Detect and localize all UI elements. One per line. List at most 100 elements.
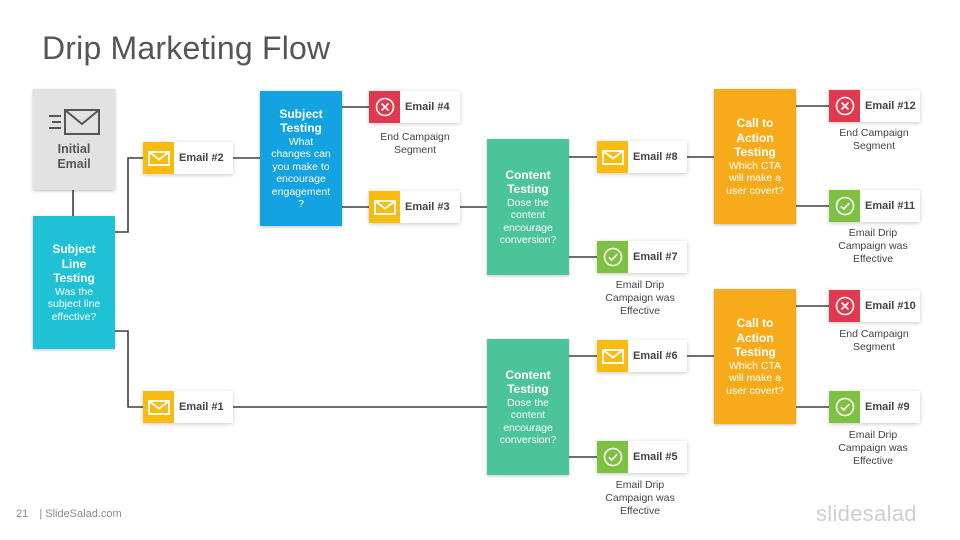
initial-email-label-1: Initial xyxy=(57,141,91,156)
block-heading: Testing xyxy=(734,345,776,359)
envelope-icon xyxy=(597,141,628,173)
email-7-caption: Email Drip Campaign was Effective xyxy=(585,279,695,318)
block-text: Which CTA xyxy=(728,359,782,372)
email-card-3: Email #3 xyxy=(369,191,460,223)
block-text: subject line xyxy=(47,298,101,310)
block-heading: Call to xyxy=(736,116,774,130)
block-heading: Call to xyxy=(736,316,774,330)
block-text: ? xyxy=(298,198,304,210)
check-circle-icon xyxy=(829,190,860,222)
email-12-caption: End Campaign Segment xyxy=(819,127,929,153)
block-text: will make a xyxy=(729,372,781,384)
email-9-caption: Email Drip Campaign was Effective xyxy=(818,429,928,468)
email-label: Email #10 xyxy=(865,300,916,312)
email-10-caption: End Campaign Segment xyxy=(819,328,929,354)
block-text: conversion? xyxy=(499,434,557,446)
content-testing-bottom-block: Content Testing Dose the content encoura… xyxy=(487,339,569,475)
block-heading: Testing xyxy=(280,121,322,135)
block-text: What xyxy=(288,135,314,148)
block-heading: Testing xyxy=(734,145,776,159)
email-card-11: Email #11 xyxy=(829,190,920,222)
block-heading: Content xyxy=(505,167,551,182)
initial-email-label-2: Email xyxy=(57,156,91,171)
page-title: Drip Marketing Flow xyxy=(42,30,331,66)
brand-logo: slidesalad xyxy=(816,501,917,526)
email-card-6: Email #6 xyxy=(597,340,687,372)
email-card-10: Email #10 xyxy=(829,290,920,322)
email-label: Email #3 xyxy=(405,201,450,213)
caption-line: Campaign was xyxy=(838,442,908,454)
block-heading: Testing xyxy=(507,382,549,396)
email-label: Email #5 xyxy=(633,451,678,463)
caption-line: Segment xyxy=(393,144,437,156)
envelope-icon xyxy=(143,142,174,174)
block-heading: Testing xyxy=(53,271,95,285)
email-card-7: Email #7 xyxy=(597,241,687,273)
email-label: Email #9 xyxy=(865,401,910,413)
caption-line: Effective xyxy=(852,253,894,265)
envelope-icon xyxy=(369,191,400,223)
envelope-icon xyxy=(597,340,628,372)
block-text: user covert? xyxy=(726,184,784,197)
block-heading: Action xyxy=(736,130,774,145)
email-label: Email #7 xyxy=(633,251,678,263)
email-label: Email #6 xyxy=(633,350,678,362)
block-text: Which CTA xyxy=(728,159,782,172)
x-circle-icon xyxy=(829,90,860,122)
block-text: Dose the xyxy=(506,196,550,209)
block-text: Was the xyxy=(54,285,94,298)
caption-line: Campaign was xyxy=(605,292,675,304)
caption-line: Campaign was xyxy=(838,240,908,252)
email-label: Email #12 xyxy=(865,100,916,112)
content-testing-top-block: Content Testing Dose the content encoura… xyxy=(487,139,569,275)
email-label: Email #4 xyxy=(405,101,450,113)
caption-line: End Campaign xyxy=(839,127,909,139)
email-card-9: Email #9 xyxy=(829,391,920,423)
email-4-caption: End Campaign Segment xyxy=(360,131,470,157)
caption-line: End Campaign xyxy=(839,328,909,340)
email-label: Email #1 xyxy=(179,401,224,413)
block-text: content xyxy=(510,209,546,221)
email-card-1: Email #1 xyxy=(143,391,233,423)
block-heading: Line xyxy=(61,256,87,271)
block-text: user covert? xyxy=(726,384,784,397)
block-text: engagement xyxy=(271,185,331,198)
block-text: you make to xyxy=(272,160,330,173)
block-heading: Content xyxy=(505,367,551,382)
caption-line: Segment xyxy=(852,140,896,152)
fast-mail-icon xyxy=(49,108,100,135)
block-heading: Action xyxy=(736,330,774,345)
email-label: Email #8 xyxy=(633,151,678,163)
page-number: 21 xyxy=(16,508,29,520)
x-circle-icon xyxy=(829,290,860,322)
email-label: Email #11 xyxy=(865,200,916,212)
subject-testing-block: Subject Testing What changes can you mak… xyxy=(260,91,342,226)
envelope-icon xyxy=(143,391,174,423)
cta-testing-top-block: Call to Action Testing Which CTA will ma… xyxy=(714,89,796,224)
check-circle-icon xyxy=(597,441,628,473)
x-circle-icon xyxy=(369,91,400,123)
caption-line: Campaign was xyxy=(605,492,675,504)
block-text: effective? xyxy=(51,310,97,323)
caption-line: Effective xyxy=(619,505,661,517)
block-text: encourage xyxy=(276,173,326,185)
block-heading: Testing xyxy=(507,182,549,196)
block-text: encourage xyxy=(503,421,553,434)
caption-line: End Campaign xyxy=(380,131,450,143)
block-text: will make a xyxy=(729,172,781,184)
block-text: Dose the xyxy=(506,396,550,409)
email-11-caption: Email Drip Campaign was Effective xyxy=(818,227,928,266)
block-heading: Subject xyxy=(52,242,96,256)
caption-line: Segment xyxy=(852,341,896,353)
email-card-4: Email #4 xyxy=(369,91,460,123)
caption-line: Email Drip xyxy=(848,429,898,441)
cta-testing-bottom-block: Call to Action Testing Which CTA will ma… xyxy=(714,289,796,424)
block-heading: Subject xyxy=(279,106,323,121)
caption-line: Email Drip xyxy=(615,479,665,491)
caption-line: Effective xyxy=(852,455,894,467)
subject-line-testing-block: Subject Line Testing Was the subject lin… xyxy=(33,216,115,349)
block-text: content xyxy=(510,409,546,421)
check-circle-icon xyxy=(829,391,860,423)
email-card-8: Email #8 xyxy=(597,141,687,173)
